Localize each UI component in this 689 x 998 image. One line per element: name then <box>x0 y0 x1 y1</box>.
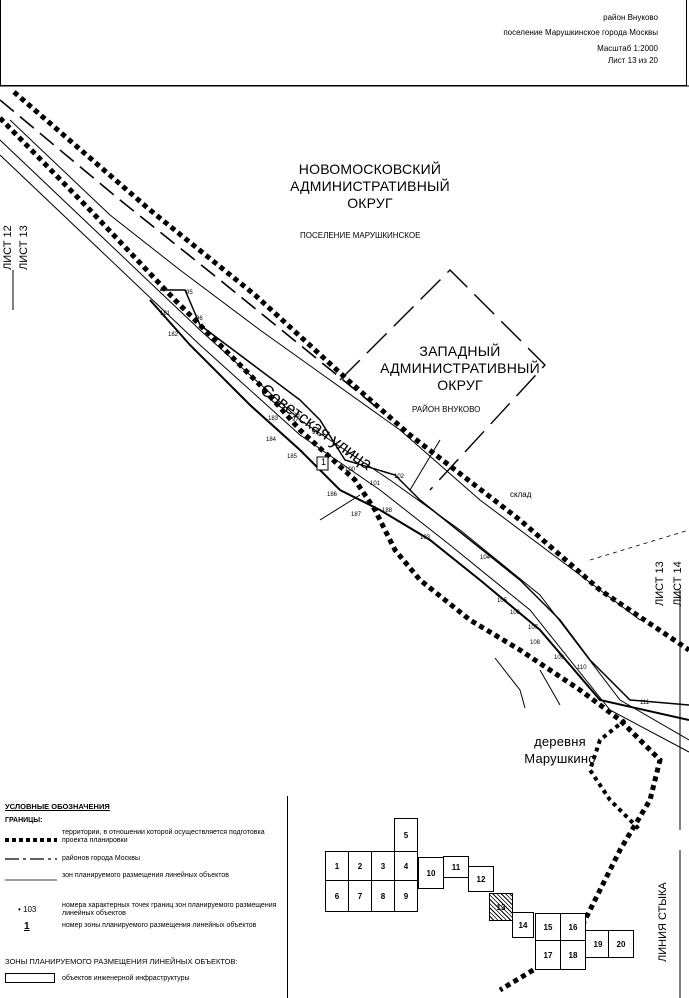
boundary-point-label: 181 <box>160 311 171 317</box>
boundary-point-label: 95 <box>186 290 193 296</box>
boundary-point-label: 105 <box>497 598 508 604</box>
sheet-cell-17: 17 <box>535 940 561 970</box>
structure-line <box>589 529 689 561</box>
legend-zone-numbers: номер зоны планируемого размещения линей… <box>62 922 257 929</box>
sheet-cell-10: 10 <box>418 857 444 889</box>
structure-line <box>539 669 561 706</box>
title-block: район Внуково поселение Марушкинское гор… <box>0 0 687 86</box>
sheet-cell-12: 12 <box>468 866 494 892</box>
structure-line <box>319 494 361 521</box>
territory-symbol <box>5 838 57 842</box>
boundary-point-label: 109 <box>554 655 565 661</box>
sheet-left-12: ЛИСТ 12 <box>2 225 14 270</box>
scale-text: Масштаб 1:2000 <box>597 44 658 53</box>
boundary-point-label: 107 <box>528 625 539 631</box>
warehouse-label: склад <box>510 490 532 499</box>
territory-boundary-lower <box>0 116 663 993</box>
settlement-label: ПОСЕЛЕНИЕ МАРУШКИНСКОЕ <box>300 231 421 240</box>
sheet-cell-16: 16 <box>560 913 586 941</box>
sheet-cell-11: 11 <box>443 856 469 878</box>
legend-boundaries: ГРАНИЦЫ: <box>5 817 43 824</box>
sheet-cell-6: 6 <box>325 880 349 912</box>
boundary-point-label: 188 <box>382 508 393 514</box>
zone-number-box <box>316 456 329 471</box>
point-symbol: • 103 <box>18 905 37 914</box>
zone-boundary-lower <box>149 299 689 721</box>
district-text: район Внуково <box>603 13 658 22</box>
boundary-point-label: 183 <box>268 416 279 422</box>
sheet-cell-3: 3 <box>371 851 395 881</box>
road-edge-3 <box>9 119 641 621</box>
sheet-cell-13: 13 <box>489 893 513 921</box>
sheet-cell-15: 15 <box>535 913 561 941</box>
zone-number-symbol: 1 <box>24 921 30 932</box>
sheet-left-13: ЛИСТ 13 <box>18 225 30 270</box>
sheet-cell-14: 14 <box>512 912 534 938</box>
junction-line-label: ЛИНИЯ СТЫКА <box>657 882 669 962</box>
legend-engineering: объектов инженерной инфраструктуры <box>62 975 190 982</box>
legend-zones: зон планируемого размещения линейных объ… <box>62 872 229 879</box>
boundary-point-label: 96 <box>196 316 203 322</box>
sheet-cell-1: 1 <box>325 851 349 881</box>
zone-boundary <box>160 289 689 706</box>
sheet-cell-18: 18 <box>560 940 586 970</box>
structure-line <box>494 657 526 709</box>
boundary-point-label: 104 <box>480 555 491 561</box>
boundary-point-label: 98 <box>293 413 300 419</box>
district-boundary <box>0 99 381 411</box>
zone-number: 1 <box>320 457 326 467</box>
sheet-cell-20: 20 <box>608 930 634 958</box>
legend-zones-title: ЗОНЫ ПЛАНИРУЕМОГО РАЗМЕЩЕНИЯ ЛИНЕЙНЫХ ОБ… <box>5 957 238 966</box>
boundary-point-label: 108 <box>530 640 541 646</box>
sheet-cell-2: 2 <box>348 851 372 881</box>
boundary-point-label: 184 <box>266 437 277 443</box>
sheet-cell-19: 19 <box>585 930 611 958</box>
road-edge-1 <box>0 139 689 741</box>
sheet-right-14: ЛИСТ 14 <box>672 561 684 606</box>
legend: УСЛОВНЫЕ ОБОЗНАЧЕНИЯ ГРАНИЦЫ: территории… <box>0 796 290 998</box>
boundary-point-label: 185 <box>287 454 298 460</box>
boundary-point-label: 97 <box>292 417 299 423</box>
engineering-symbol <box>5 973 55 983</box>
boundary-point-label: 101 <box>370 481 381 487</box>
village-label: деревня Марушкино <box>524 734 596 766</box>
okrug-boundary <box>339 269 546 491</box>
okrug-zapadny-label: ЗАПАДНЫЙ АДМИНИСТРАТИВНЫЙ ОКРУГ <box>380 343 540 393</box>
boundary-point-label: 110 <box>577 665 587 671</box>
legend-title: УСЛОВНЫЕ ОБОЗНАЧЕНИЯ <box>5 802 110 811</box>
district-symbol <box>5 858 57 860</box>
sheet-text: Лист 13 из 20 <box>608 56 658 65</box>
village-boundary <box>587 718 642 832</box>
structure-line <box>409 439 441 491</box>
legend-border <box>287 796 288 998</box>
legend-points: номера характерных точек границ зон план… <box>62 902 277 917</box>
territory-boundary-upper <box>12 90 689 653</box>
boundary-point-label: 186 <box>327 492 338 498</box>
sheet-right-13: ЛИСТ 13 <box>654 561 666 606</box>
boundary-point-label: 100 <box>345 467 356 473</box>
legend-districts: районов города Москвы <box>62 855 140 862</box>
boundary-point-label: 187 <box>351 512 362 518</box>
sheet-cell-8: 8 <box>371 880 395 912</box>
boundary-point-label: 182 <box>168 332 179 338</box>
boundary-point-label: 111 <box>640 700 650 706</box>
district-label: РАЙОН ВНУКОВО <box>412 405 481 414</box>
okrug-novomoskovsky-label: НОВОМОСКОВСКИЙ АДМИНИСТРАТИВНЫЙ ОКРУГ <box>290 161 450 211</box>
sheet-cell-9: 9 <box>394 880 418 912</box>
boundary-point-label: 102 <box>394 474 405 480</box>
road-edge-2 <box>0 154 689 753</box>
sheet-cell-5: 5 <box>394 818 418 852</box>
boundary-point-label: 99 <box>312 430 319 436</box>
settlement-text: поселение Марушкинское города Москвы <box>503 28 658 37</box>
boundary-point-label: 106 <box>510 610 521 616</box>
sheet-cell-4: 4 <box>394 851 418 881</box>
zone-symbol <box>5 879 57 881</box>
sheet-cell-7: 7 <box>348 880 372 912</box>
legend-territory: территории, в отношении которой осуществ… <box>62 829 265 844</box>
boundary-point-label: 103 <box>420 535 431 541</box>
